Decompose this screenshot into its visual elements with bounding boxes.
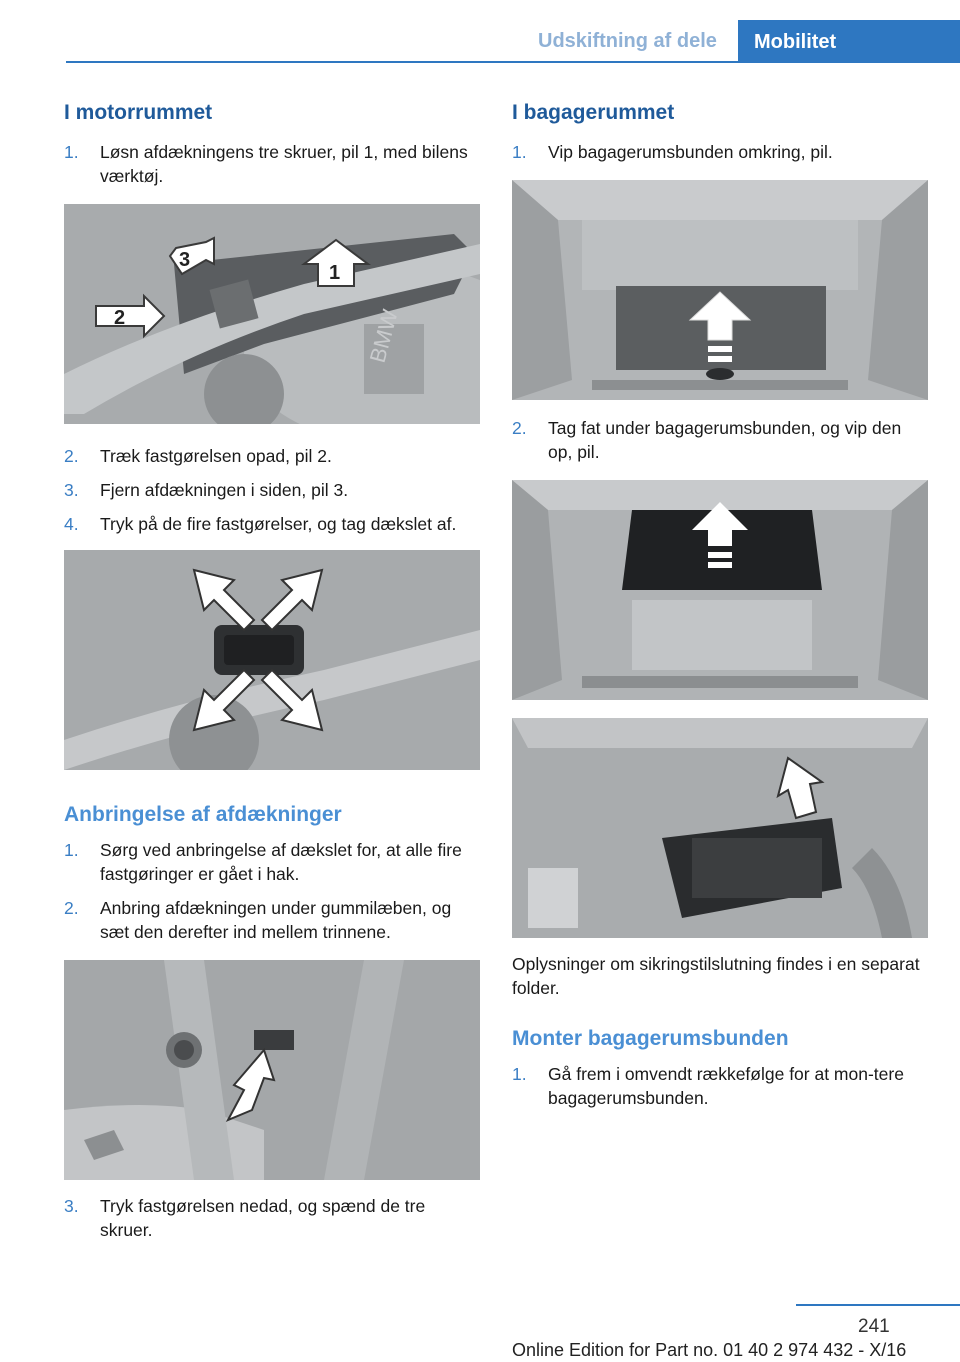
arrow-label-1: 1	[329, 262, 340, 284]
arrow-icon	[95, 293, 166, 339]
step-text: Træk fastgørelsen opad, pil 2.	[100, 446, 332, 466]
step-number: 3.	[64, 480, 79, 500]
step-number: 1.	[64, 840, 79, 860]
step-number: 4.	[64, 514, 79, 534]
step-number: 2.	[512, 418, 527, 438]
arrow-label-3: 3	[179, 249, 190, 271]
step-number: 2.	[64, 898, 79, 918]
figure-engine-cover: BMW 1 2 3	[64, 204, 480, 424]
arrow-icon	[688, 291, 752, 341]
step-number: 3.	[64, 1196, 79, 1216]
arrow-icon	[301, 238, 371, 287]
figure-rubber-lip	[64, 960, 480, 1180]
arrow-icon	[192, 568, 256, 632]
arrow-label-2: 2	[114, 307, 125, 329]
step-number: 2.	[64, 446, 79, 466]
edition-text: Online Edition for Part no. 01 40 2 974 …	[512, 1340, 907, 1360]
steps-luggage-1: 1. Vip bagagerumsbunden omkring, pil.	[512, 140, 928, 164]
step-text: Tryk fastgørelsen nedad, og spænd de tre…	[100, 1196, 426, 1240]
arrow-icon	[168, 236, 215, 276]
heading-mount-floor: Monter bagagerumsbunden	[512, 1027, 789, 1050]
step-text: Sørg ved anbringelse af dækslet for, at …	[100, 840, 462, 884]
figure-trunk-floor	[512, 180, 928, 400]
heading-engine-bay: I motorrummet	[64, 101, 213, 124]
steps-luggage-2: 2. Tag fat under bagagerumsbunden, og vi…	[512, 416, 928, 464]
chapter-tab: Mobilitet	[738, 20, 960, 62]
step-number: 1.	[512, 1064, 527, 1084]
steps-engine-2: 2. Træk fastgørelsen opad, pil 2. 3. Fje…	[64, 444, 480, 536]
fuse-note: Oplysninger om sikringstilslutning finde…	[512, 954, 920, 998]
arrow-icon	[225, 1048, 276, 1122]
step-item: 3. Tryk fastgørelsen nedad, og spænd de …	[64, 1194, 480, 1242]
page-number: 241	[858, 1316, 890, 1337]
steps-install-2: 3. Tryk fastgørelsen nedad, og spænd de …	[64, 1194, 480, 1242]
page-header: Udskiftning af dele Mobilitet	[0, 0, 960, 63]
figure-cover-fasteners	[64, 550, 480, 770]
footer-rule	[796, 1304, 960, 1306]
header-rule	[66, 61, 960, 63]
step-text: Fjern afdækningen i siden, pil 3.	[100, 480, 349, 500]
step-item: 1. Sørg ved anbringelse af dækslet for, …	[64, 838, 480, 886]
arrow-icon	[260, 568, 324, 632]
step-text: Løsn afdækningens tre skruer, pil 1, med…	[100, 142, 468, 186]
step-text: Vip bagagerumsbunden omkring, pil.	[548, 142, 833, 162]
heading-luggage: I bagagerummet	[512, 101, 675, 124]
arrow-icon	[192, 668, 256, 732]
figure-trunk-floor-lifted	[512, 480, 928, 700]
heading-cover-install: Anbringelse af afdækninger	[64, 803, 342, 826]
step-item: 4. Tryk på de fire fastgørelser, og tag …	[64, 512, 480, 536]
step-text: Gå frem i omvendt rækkefølge for at mon-…	[548, 1064, 904, 1108]
step-text: Tryk på de fire fastgørelser, og tag dæk…	[100, 514, 457, 534]
step-item: 2. Anbring afdækningen under gummilæben,…	[64, 896, 480, 944]
step-item: 1. Løsn afdækningens tre skruer, pil 1, …	[64, 140, 480, 188]
step-item: 1. Vip bagagerumsbunden omkring, pil.	[512, 140, 928, 164]
step-item: 1. Gå frem i omvendt rækkefølge for at m…	[512, 1062, 928, 1110]
figure-fuse-box	[512, 718, 928, 938]
steps-engine-1: 1. Løsn afdækningens tre skruer, pil 1, …	[64, 140, 480, 188]
steps-mount-floor: 1. Gå frem i omvendt rækkefølge for at m…	[512, 1062, 928, 1110]
right-column: I bagagerummet 1. Vip bagagerumsbunden o…	[512, 100, 928, 1110]
section-title: Udskiftning af dele	[538, 30, 717, 52]
arrow-icon	[776, 756, 825, 820]
step-item: 3. Fjern afdækningen i siden, pil 3.	[64, 478, 480, 502]
step-item: 2. Træk fastgørelsen opad, pil 2.	[64, 444, 480, 468]
step-text: Tag fat under bagagerumsbunden, og vip d…	[548, 418, 902, 462]
steps-install-1: 1. Sørg ved anbringelse af dækslet for, …	[64, 838, 480, 944]
step-number: 1.	[64, 142, 79, 162]
arrow-icon	[260, 668, 324, 732]
step-text: Anbring afdækningen under gummilæben, og…	[100, 898, 452, 942]
step-item: 2. Tag fat under bagagerumsbunden, og vi…	[512, 416, 928, 464]
arrow-icon	[692, 502, 748, 546]
left-column: I motorrummet 1. Løsn afdækningens tre s…	[64, 100, 480, 1242]
step-number: 1.	[512, 142, 527, 162]
